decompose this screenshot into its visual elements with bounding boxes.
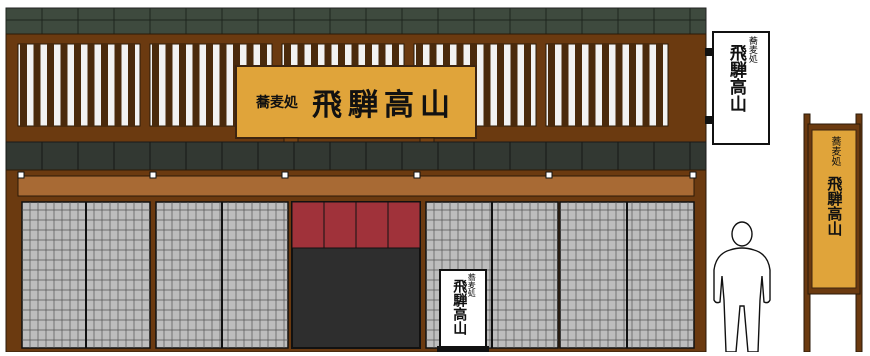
beam-cap [281,171,289,179]
pole-sign-name: 飛騨高山 [825,176,844,236]
lattice-bar [588,44,596,126]
lattice-bar [642,44,650,126]
person-silhouette [713,221,771,353]
lattice-bar [219,44,227,126]
lattice-bar [114,44,122,126]
hanging-sign-text: 蕎麦処 飛騨高山 [713,36,769,140]
eave-tile-band [5,141,707,171]
lattice-bar [497,44,504,126]
lattice-bar [87,44,95,126]
lattice-bar [152,44,159,126]
entrance[interactable] [291,201,421,349]
main-sign-prefix: 蕎麦処 [256,95,298,111]
lattice-bar [101,44,108,126]
lattice-bar [128,44,135,126]
main-sign-name: 飛騨高山 [312,88,456,123]
beam-cap [149,171,157,179]
main-sign-text: 蕎麦処 飛騨高山 [236,66,476,138]
stand-sign-name: 飛騨高山 [451,279,468,335]
lattice-bar [165,44,173,126]
lattice-bar [47,44,54,126]
stand-sign-prefix: 蕎麦処 [467,273,477,297]
lattice-bar [60,44,68,126]
pole-sign-text: 蕎麦処 飛騨高山 [812,136,856,284]
lattice-bar [483,44,491,126]
lattice-bar [510,44,518,126]
hanging-sign-name: 飛騨高山 [725,44,746,112]
beam-cap [545,171,553,179]
lattice-bar [524,44,531,126]
noren-curtain [291,201,421,249]
stand-sign-text: 蕎麦処 飛騨高山 [440,273,486,347]
roof-tiles [5,7,707,35]
lattice-bar [656,44,663,126]
lattice-bar [33,44,41,126]
lattice-bar [74,44,81,126]
lattice-bar [206,44,213,126]
pole-signboard [803,113,863,353]
lattice-bar [548,44,555,126]
lattice-bar [179,44,186,126]
hanging-sign-prefix: 蕎麦処 [746,36,757,63]
lattice-bar [575,44,582,126]
hanging-signboard [705,31,770,145]
lower-beams [17,171,697,197]
lattice-bar [20,44,27,126]
lattice-bar [602,44,609,126]
lattice-bar [192,44,200,126]
lattice-bar [561,44,569,126]
beam-cap [689,171,697,179]
lintel-beam [17,175,695,197]
beam-cap [17,171,25,179]
lattice-bar [629,44,636,126]
pole-sign-prefix: 蕎麦処 [829,136,840,166]
beam-cap [413,171,421,179]
stand-signboard [437,269,489,352]
lattice-bar [615,44,623,126]
